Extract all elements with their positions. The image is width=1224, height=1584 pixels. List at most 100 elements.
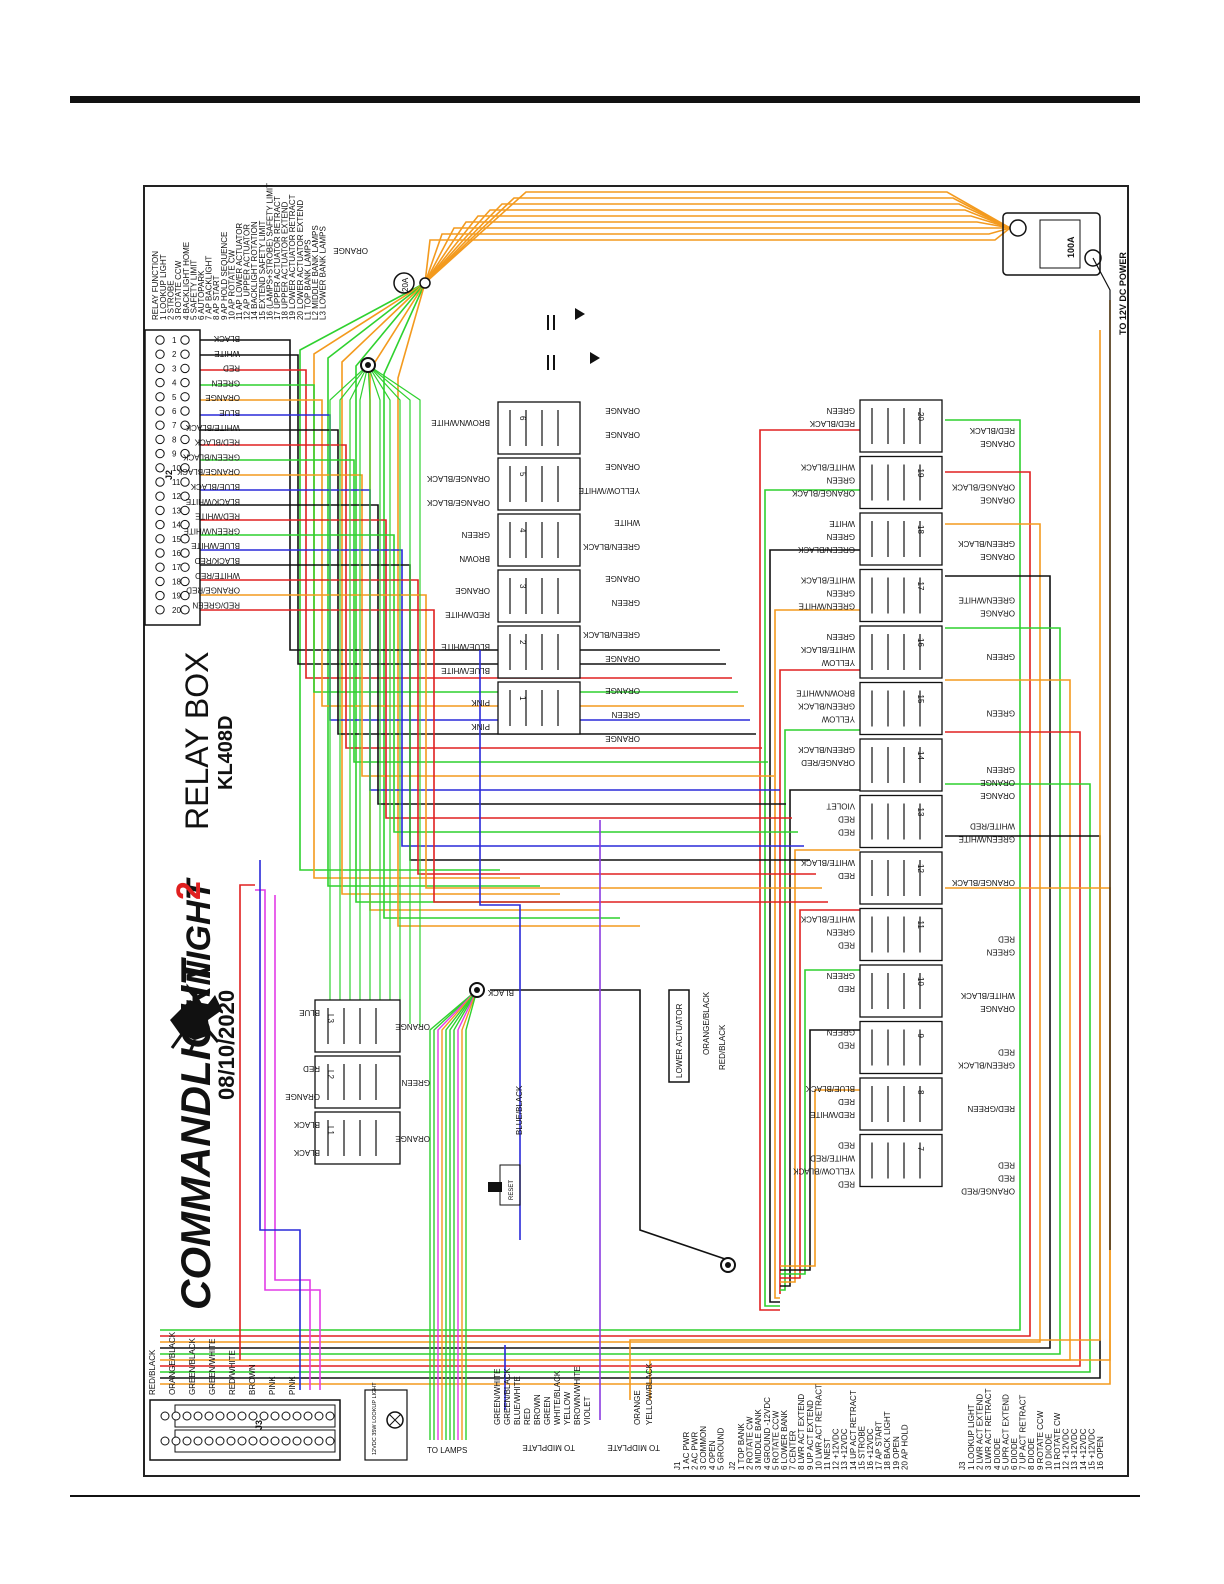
to-midplate-label-1: TO MIDPLATE xyxy=(522,1443,575,1452)
relay-body xyxy=(859,455,943,510)
relay-wire-label: BLUE xyxy=(299,1008,320,1017)
relay-wire-label: ORANGE/RED xyxy=(961,1187,1015,1196)
j3-wire-label: RED/WHITE xyxy=(228,1350,237,1395)
relay-wire-label: ORANGE xyxy=(605,574,640,583)
j3-pin xyxy=(215,1436,225,1446)
breaker-rating: 100A xyxy=(1066,236,1076,258)
wire-ground-green xyxy=(367,364,381,1015)
j2-wire-label: ORANGE/BLACK xyxy=(176,467,240,476)
relay-wire-label: ORANGE xyxy=(980,778,1015,787)
relay-wire-label: YELLOW/BLACK xyxy=(793,1167,855,1176)
j2-pin xyxy=(155,349,165,359)
relay-number: 10 xyxy=(916,977,925,986)
j2-pin xyxy=(180,605,190,615)
relay-wire-label: GREEN/BLACK xyxy=(797,745,855,754)
j3-wire-label: PINK xyxy=(288,1376,297,1395)
j3-pin xyxy=(325,1436,335,1446)
relay-wire-label: GREEN xyxy=(826,632,855,641)
j3-pin xyxy=(193,1436,203,1446)
reset-switch: RESET xyxy=(488,1164,521,1206)
relay-wire-label: RED xyxy=(838,941,855,950)
wire-orange-trunk xyxy=(424,191,1011,284)
j2-pin-list-item: 13 +12VDC xyxy=(840,1428,849,1470)
relay-wire-label: WHITE/BLACK xyxy=(800,915,855,924)
bottom-wire-label: VIOLET xyxy=(583,1396,592,1425)
j3-pin xyxy=(303,1411,313,1421)
wire-red xyxy=(239,884,255,1360)
j2-wire-labels: BLACKWHITEREDGREENORANGEBLUEWHITE/BLACKR… xyxy=(176,334,240,609)
j2-pin-number: 14 xyxy=(172,521,181,530)
relay-body xyxy=(497,401,581,455)
j3-wire-label: ORANGE/BLACK xyxy=(168,1331,177,1395)
fuse-rating: 20A xyxy=(401,277,410,292)
relay-wire-label: WHITE/BLACK xyxy=(960,991,1015,1000)
j1-pin-list-heading: J1 xyxy=(673,1461,682,1470)
relay-wire-label: RED xyxy=(303,1064,320,1073)
j2-pin-list-item: 6 LOWER BANK xyxy=(780,1409,789,1470)
relay-body xyxy=(497,513,581,567)
j3-wire-label: BROWN xyxy=(248,1364,257,1395)
j3-wire-label: RED/BLACK xyxy=(148,1349,157,1395)
bottom-wire-label: GREEN xyxy=(543,1396,552,1425)
wire-inner-loop xyxy=(780,1089,860,1267)
relay-number: 6 xyxy=(518,416,527,421)
bottom-wire-label: BLUE/WHITE xyxy=(513,1376,522,1425)
relay-wire-label: WHITE/BLACK xyxy=(800,645,855,654)
relay-body xyxy=(859,625,943,679)
relay-function-item: 2 STROBE xyxy=(167,280,176,320)
j3-pin xyxy=(204,1436,214,1446)
wire-power-feed xyxy=(1092,257,1111,1250)
lookup-light-label: 12VDC 35W LOOKUP LIGHT xyxy=(372,1382,378,1455)
relay-wire-label: BLACK xyxy=(293,1148,320,1157)
wire-j2-run xyxy=(200,459,768,763)
lower-actuator-wire-2: RED/BLACK xyxy=(718,1024,727,1070)
j2-pin-number: 17 xyxy=(172,563,181,572)
relay-wire-label: ORANGE xyxy=(605,406,640,415)
j2-pin-list-item: 20 AP HOLD xyxy=(900,1424,909,1470)
lower-actuator-box: LOWER ACTUATOR ORANGE/BLACK RED/BLACK xyxy=(668,989,727,1083)
j2-pin-list-item: 4 GROUND -12VDC xyxy=(763,1397,772,1470)
j2-pin-list-item: 11 NEST xyxy=(823,1438,832,1470)
wire-orange-return xyxy=(629,330,1101,1400)
relay-body xyxy=(859,568,943,623)
relay-wire-label: GREEN/BLACK xyxy=(957,1061,1015,1070)
j3-pin xyxy=(226,1436,236,1446)
relay-wire-label: ORANGE xyxy=(395,1134,430,1143)
j2-wire-label: WHITE/RED xyxy=(195,571,240,580)
relay-wire-label: RED xyxy=(838,828,855,837)
j3-pin-list-item: 8 DIODE xyxy=(1027,1438,1036,1470)
top-orange-label: ORANGE xyxy=(333,246,368,255)
j2-pin-number: 11 xyxy=(172,478,181,487)
relay-number: 3 xyxy=(518,584,527,589)
j2-pin-list-item: 7 CENTER xyxy=(789,1430,798,1470)
relay-wire-label: ORANGE xyxy=(980,496,1015,505)
relay-number: L3 xyxy=(326,1014,335,1023)
j2-wire-label: RED xyxy=(223,364,240,373)
relay-wire-label: WHITE/BLACK xyxy=(800,858,855,867)
wire-right-loop xyxy=(160,731,1081,1367)
relay-function-item: 20 LOWER ACTUATOR EXTEND xyxy=(296,200,305,320)
relay-wire-label: ORANGE/BLACK xyxy=(951,878,1015,887)
ground-node-1 xyxy=(360,357,376,373)
circuit-breaker: 100A xyxy=(1002,212,1102,276)
wire-j2-run xyxy=(200,594,822,889)
header-rule xyxy=(70,96,1140,103)
j3-pin xyxy=(270,1411,280,1421)
j2-wire-label: BLUE/WHITE xyxy=(191,541,240,550)
relay-body xyxy=(314,999,401,1053)
relay-wire-label: ORANGE xyxy=(455,586,490,595)
relay-function-item: 6 AUTOPARK xyxy=(197,270,206,320)
relay-body xyxy=(859,738,943,792)
j2-pin xyxy=(155,406,165,416)
relay-wire-label: GREEN xyxy=(826,971,855,980)
j3-pin xyxy=(182,1436,192,1446)
